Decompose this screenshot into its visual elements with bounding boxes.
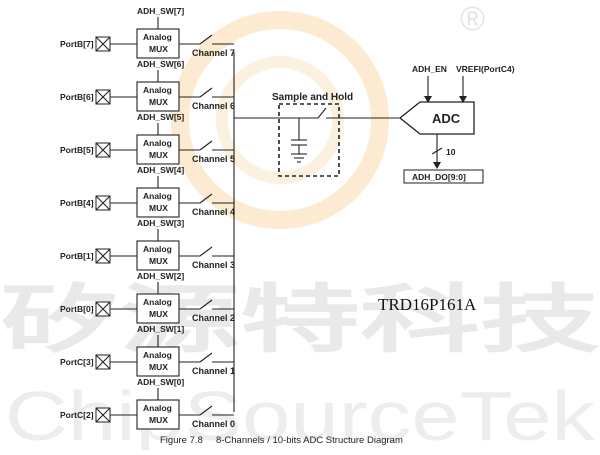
mux-label-line2: MUX: [149, 415, 168, 425]
mux-label-line1: Analog: [143, 403, 172, 413]
channel-switch: [199, 405, 213, 416]
switch-label: ADH_SW[1]: [137, 324, 184, 334]
channel-label: Channel 0: [192, 419, 235, 429]
channel-switch: [199, 246, 213, 257]
pad-icon-cross: [95, 354, 111, 370]
switch-label: ADH_SW[7]: [137, 6, 184, 16]
bus-width-label: 10: [446, 147, 456, 157]
port-label: PortB[7]: [60, 39, 94, 49]
pad-icon-cross: [95, 248, 111, 264]
mux-label-line1: Analog: [143, 138, 172, 148]
pad-icon-cross: [95, 195, 111, 211]
switch-label: ADH_SW[5]: [137, 112, 184, 122]
channel-switch: [199, 193, 213, 204]
mux-label-line2: MUX: [149, 256, 168, 266]
channel-label: Channel 6: [192, 101, 235, 111]
port-label: PortB[1]: [60, 251, 94, 261]
mux-label-line2: MUX: [149, 97, 168, 107]
mux-label-line1: Analog: [143, 191, 172, 201]
analog-mux-box: [136, 240, 180, 271]
channel-switch: [199, 87, 213, 98]
bus-slash: [431, 147, 443, 155]
vref-label: VREFI(PortC4): [456, 64, 515, 74]
switch-label: ADH_SW[3]: [137, 218, 184, 228]
channel-switch: [199, 352, 213, 363]
pad-icon-cross: [95, 36, 111, 52]
analog-mux-box: [136, 134, 180, 165]
vref-arrow: [459, 96, 467, 103]
port-label: PortB[5]: [60, 145, 94, 155]
channel-label: Channel 1: [192, 366, 235, 376]
channel-label: Channel 5: [192, 154, 235, 164]
port-label: PortB[6]: [60, 92, 94, 102]
mux-label-line2: MUX: [149, 309, 168, 319]
mux-label-line1: Analog: [143, 350, 172, 360]
mux-label-line1: Analog: [143, 244, 172, 254]
channel-label: Channel 7: [192, 48, 235, 58]
mux-label-line2: MUX: [149, 150, 168, 160]
sample-hold-switch: [317, 107, 327, 119]
watermark-chinese: 矽源特科技: [0, 277, 600, 363]
adc-output-arrow: [433, 162, 441, 169]
adh-en-label: ADH_EN: [412, 64, 447, 74]
channel-switch: [199, 34, 213, 45]
mux-label-line1: Analog: [143, 85, 172, 95]
pad-icon-cross: [95, 142, 111, 158]
switch-label: ADH_SW[0]: [137, 377, 184, 387]
mux-label-line2: MUX: [149, 362, 168, 372]
port-label: PortC[3]: [60, 357, 94, 367]
channel-switch: [199, 140, 213, 151]
adh-en-arrow: [424, 96, 432, 103]
sample-hold-title: Sample and Hold: [272, 92, 353, 103]
channel-label: Channel 3: [192, 260, 235, 270]
port-label: PortB[4]: [60, 198, 94, 208]
pad-icon-cross: [95, 89, 111, 105]
pad-icon-cross: [95, 301, 111, 317]
port-label: PortC[2]: [60, 410, 94, 420]
model-number: TRD16P161A: [378, 295, 477, 314]
sample-hold-block: Sample and Hold: [272, 92, 400, 177]
figure-caption: Figure 7.8 8-Channels / 10-bits ADC Stru…: [160, 435, 403, 446]
sample-hold-box: [278, 103, 340, 177]
analog-mux-box: [136, 187, 180, 218]
watermark-registered-mark: ®: [460, 0, 485, 38]
adc-block: ADC ADH_EN VREFI(PortC4) 10 ADH_DO[9:0]: [398, 64, 515, 184]
adc-output-label: ADH_DO[9:0]: [412, 172, 466, 182]
mux-label-line2: MUX: [149, 203, 168, 213]
analog-mux-box: [136, 28, 180, 59]
switch-label: ADH_SW[6]: [137, 59, 184, 69]
adc-label: ADC: [432, 111, 461, 126]
mux-label-line2: MUX: [149, 44, 168, 54]
switch-label: ADH_SW[4]: [137, 165, 184, 175]
channel-label: Channel 4: [192, 207, 235, 217]
mux-label-line1: Analog: [143, 32, 172, 42]
port-label: PortB[0]: [60, 304, 94, 314]
pad-icon-cross: [95, 407, 111, 423]
adc-output-box: [403, 169, 484, 184]
adc-body: [398, 101, 475, 135]
channel-switch: [199, 299, 213, 310]
watermark-logo: [171, 11, 389, 229]
analog-mux-box: [136, 293, 180, 324]
switch-label: ADH_SW[2]: [137, 271, 184, 281]
channel-label: Channel 2: [192, 313, 235, 323]
mux-label-line1: Analog: [143, 297, 172, 307]
